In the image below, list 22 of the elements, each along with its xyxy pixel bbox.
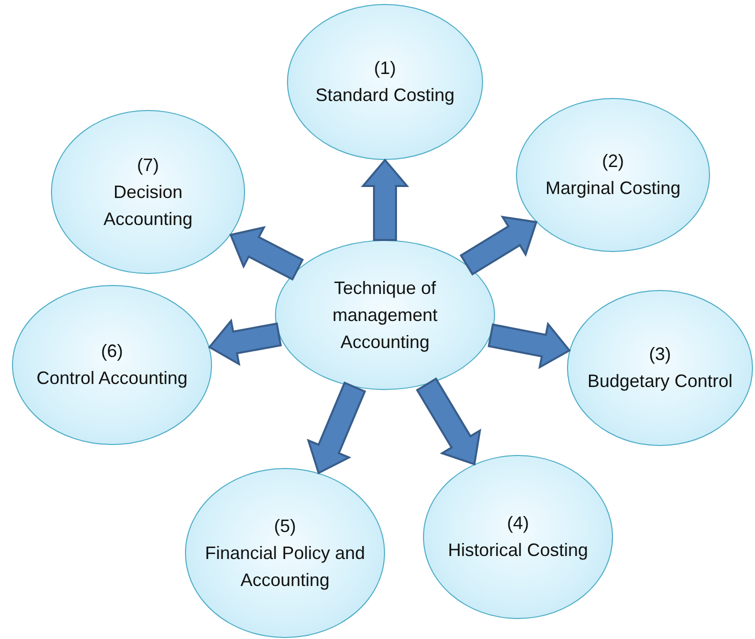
node-number: (2) — [602, 150, 624, 173]
block-arrow — [460, 216, 538, 276]
node-number: (3) — [649, 343, 671, 366]
block-arrow — [208, 318, 282, 366]
block-arrow — [488, 322, 571, 370]
node-number: (1) — [374, 57, 396, 80]
node-label: Budgetary Control — [587, 370, 733, 393]
node-label: Marginal Costing — [545, 177, 681, 200]
node-label: Technique of management Accounting — [331, 276, 439, 354]
node-label: Historical Costing — [448, 539, 588, 562]
node-label: Control Accounting — [36, 367, 188, 390]
node-label: Standard Costing — [315, 84, 455, 107]
node-label: Decision Accounting — [102, 180, 194, 231]
node-label: Financial Policy and Accounting — [204, 542, 366, 592]
node-number: (7) — [137, 154, 159, 177]
block-arrow — [360, 158, 410, 241]
block-arrow — [306, 381, 366, 474]
node-number: (5) — [274, 514, 296, 538]
node-number: (6) — [101, 340, 123, 363]
node-number: (4) — [507, 512, 529, 535]
block-arrow — [416, 377, 482, 466]
block-arrow — [229, 226, 304, 281]
